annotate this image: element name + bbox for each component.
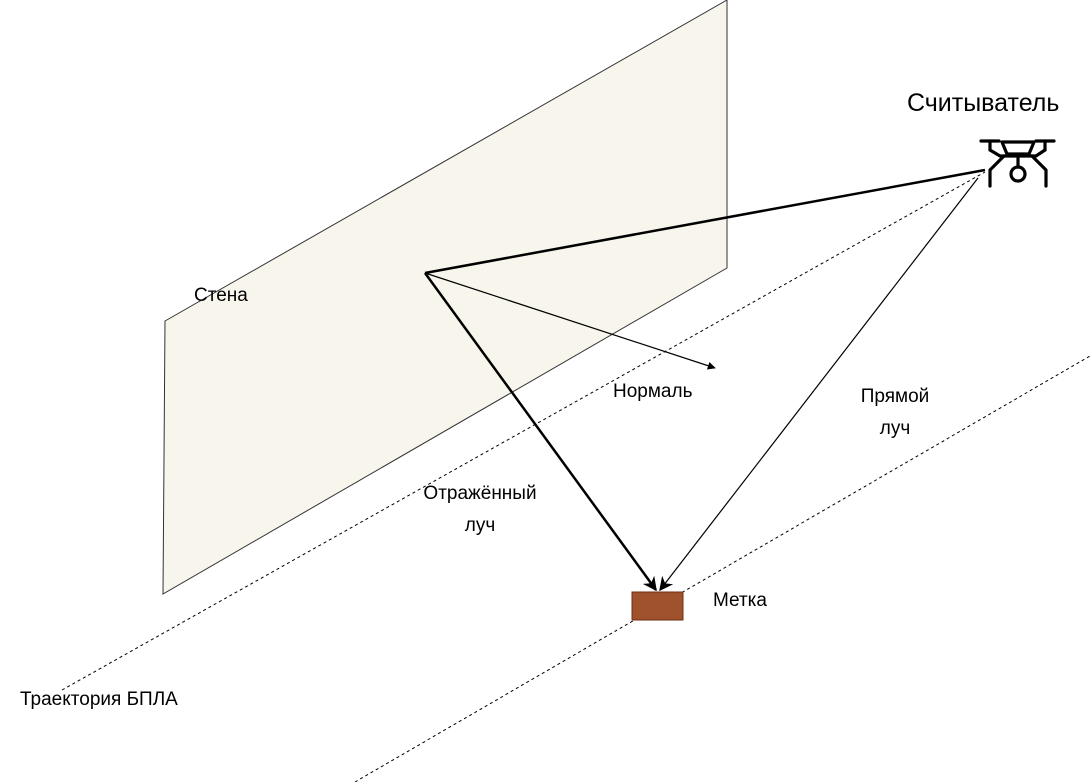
tag-box <box>631 591 684 621</box>
trajectory-line-lower <box>354 355 1090 782</box>
direct-ray-label-line2: луч <box>879 418 911 439</box>
normal-arrow <box>424 272 716 370</box>
trajectory-line-upper <box>61 171 986 691</box>
drone-icon <box>979 139 1056 188</box>
reflected-ray-label-line2: луч <box>464 515 496 536</box>
direct-ray-label: Прямой луч <box>840 381 950 445</box>
direct-ray-arrow <box>659 177 979 592</box>
tag-label: Метка <box>713 590 767 611</box>
wall-label: Стена <box>194 285 248 306</box>
reflected-ray-label: Отражённый луч <box>410 478 550 542</box>
reader-label: Считыватель <box>907 89 1060 117</box>
reflected-ray-arrow <box>423 272 658 592</box>
trajectory-label: Траектория БПЛА <box>20 689 178 710</box>
incident-ray <box>424 168 986 275</box>
reflected-ray-label-line1: Отражённый <box>423 483 537 504</box>
normal-label: Нормаль <box>613 381 693 402</box>
direct-ray-label-line1: Прямой <box>860 386 930 407</box>
wall-plane <box>162 0 728 595</box>
